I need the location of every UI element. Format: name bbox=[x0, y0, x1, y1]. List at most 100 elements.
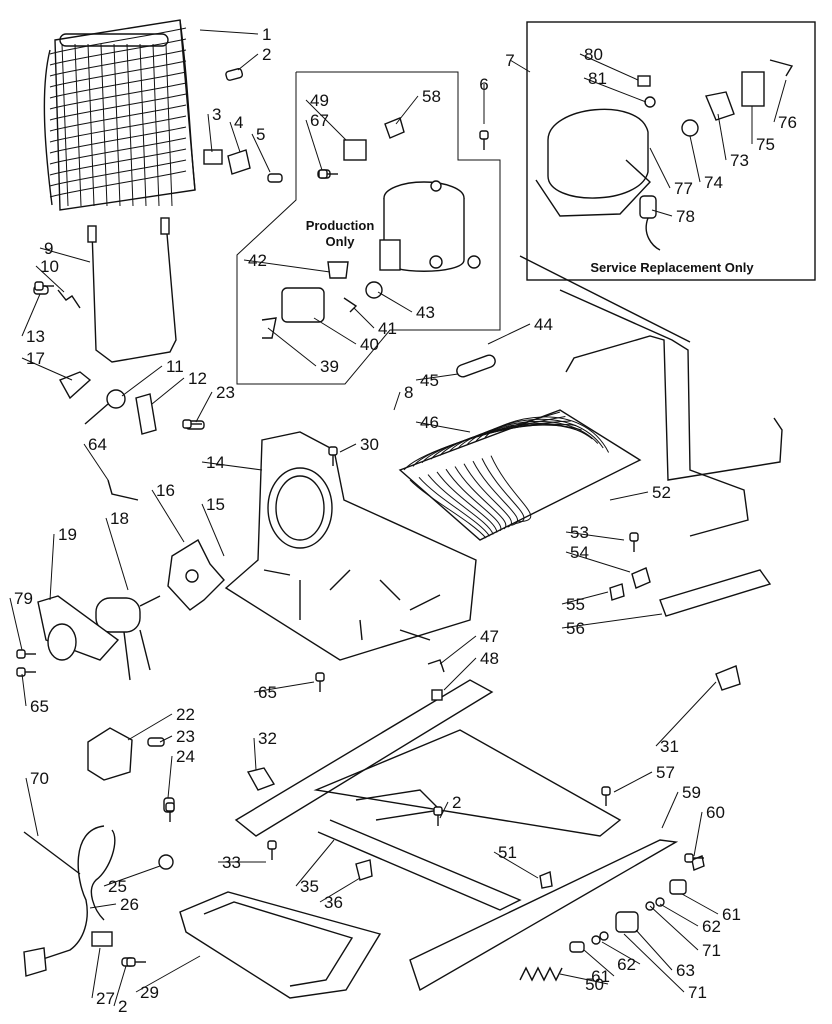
screw bbox=[34, 281, 54, 291]
leader-line bbox=[229, 121, 241, 153]
leader-line bbox=[9, 597, 23, 651]
leader-line bbox=[305, 119, 323, 171]
screw bbox=[182, 419, 202, 429]
callout-55: 55 bbox=[566, 595, 585, 614]
leader-line bbox=[91, 947, 101, 999]
leader-line bbox=[201, 503, 225, 557]
fan-blade bbox=[167, 539, 225, 611]
callout-64: 64 bbox=[88, 435, 107, 454]
callout-71: 71 bbox=[702, 941, 721, 960]
callout-35: 35 bbox=[300, 877, 319, 896]
callout-76: 76 bbox=[778, 113, 797, 132]
screw bbox=[684, 853, 704, 863]
callout-10: 10 bbox=[40, 257, 59, 276]
callout-46: 46 bbox=[420, 413, 439, 432]
leader-line bbox=[195, 391, 213, 423]
callout-44: 44 bbox=[534, 315, 553, 334]
callout-48: 48 bbox=[480, 649, 499, 668]
leader-line bbox=[35, 265, 65, 293]
callout-12: 12 bbox=[188, 369, 207, 388]
leader-line bbox=[565, 531, 625, 541]
screws bbox=[16, 130, 704, 967]
leader-line bbox=[251, 133, 271, 173]
callout-77: 77 bbox=[674, 179, 693, 198]
leader-line bbox=[201, 461, 263, 471]
fan-motor bbox=[37, 595, 161, 681]
leader-line bbox=[25, 777, 39, 837]
callout-47: 47 bbox=[480, 627, 499, 646]
callout-33: 33 bbox=[222, 853, 241, 872]
leader-line bbox=[135, 955, 201, 993]
leader-line bbox=[609, 491, 649, 501]
callout-53: 53 bbox=[570, 523, 589, 542]
leader-line bbox=[21, 293, 41, 337]
leader-line bbox=[655, 681, 717, 747]
leader-line bbox=[651, 209, 673, 217]
screw bbox=[318, 169, 338, 179]
callout-45: 45 bbox=[420, 371, 439, 390]
screw bbox=[629, 532, 639, 552]
callout-50: 50 bbox=[585, 975, 604, 994]
callout-51: 51 bbox=[498, 843, 517, 862]
callout-6: 6 bbox=[479, 75, 488, 94]
callout-2: 2 bbox=[452, 793, 461, 812]
leader-line bbox=[121, 365, 163, 397]
callout-41: 41 bbox=[378, 319, 397, 338]
callout-36: 36 bbox=[324, 893, 343, 912]
leader-line bbox=[113, 965, 127, 1007]
leader-line bbox=[439, 635, 477, 665]
callout-52: 52 bbox=[652, 483, 671, 502]
leader-line bbox=[39, 247, 91, 263]
callout-65: 65 bbox=[30, 697, 49, 716]
production-only-box bbox=[236, 71, 501, 385]
condenser-coil bbox=[398, 354, 642, 541]
leader-line bbox=[583, 77, 647, 103]
leader-line bbox=[415, 373, 459, 381]
screw bbox=[126, 957, 146, 967]
callout-62: 62 bbox=[617, 955, 636, 974]
callout-75: 75 bbox=[756, 135, 775, 154]
leader-line bbox=[237, 53, 259, 71]
spring bbox=[519, 966, 563, 982]
leader-line bbox=[565, 551, 631, 573]
leader-line bbox=[487, 323, 531, 345]
callout-79: 79 bbox=[14, 589, 33, 608]
callout-11: 11 bbox=[166, 357, 184, 376]
leader-line bbox=[693, 811, 703, 857]
leader-line bbox=[689, 135, 701, 183]
callout-80: 80 bbox=[584, 45, 603, 64]
leader-line bbox=[395, 95, 419, 125]
leader-lines bbox=[9, 29, 787, 1007]
leader-line bbox=[21, 357, 73, 381]
leader-line bbox=[253, 681, 315, 693]
leader-line bbox=[623, 933, 685, 993]
screw bbox=[433, 806, 443, 826]
callout-42: 42 bbox=[248, 251, 267, 270]
callout-61: 61 bbox=[591, 967, 610, 986]
callout-65: 65 bbox=[258, 683, 277, 702]
callout-49: 49 bbox=[310, 91, 329, 110]
leader-line bbox=[353, 307, 375, 329]
leader-line bbox=[661, 791, 679, 829]
leader-line bbox=[167, 755, 173, 799]
leader-line bbox=[579, 53, 639, 81]
callout-30: 30 bbox=[360, 435, 379, 454]
callout-58: 58 bbox=[422, 87, 441, 106]
callout-61: 61 bbox=[722, 905, 741, 924]
callout-25: 25 bbox=[108, 877, 127, 896]
leader-line bbox=[151, 377, 185, 405]
callout-32: 32 bbox=[258, 729, 277, 748]
screw bbox=[16, 649, 36, 659]
leader-line bbox=[159, 735, 173, 743]
callout-8: 8 bbox=[404, 383, 413, 402]
leader-line bbox=[443, 657, 477, 691]
leader-line bbox=[583, 949, 615, 977]
leader-line bbox=[561, 591, 609, 605]
leader-line bbox=[339, 443, 357, 453]
defrost-heater bbox=[87, 217, 177, 363]
condenser-tubing bbox=[519, 255, 783, 537]
production-compressor bbox=[379, 180, 481, 272]
production-relay-parts bbox=[261, 117, 405, 339]
